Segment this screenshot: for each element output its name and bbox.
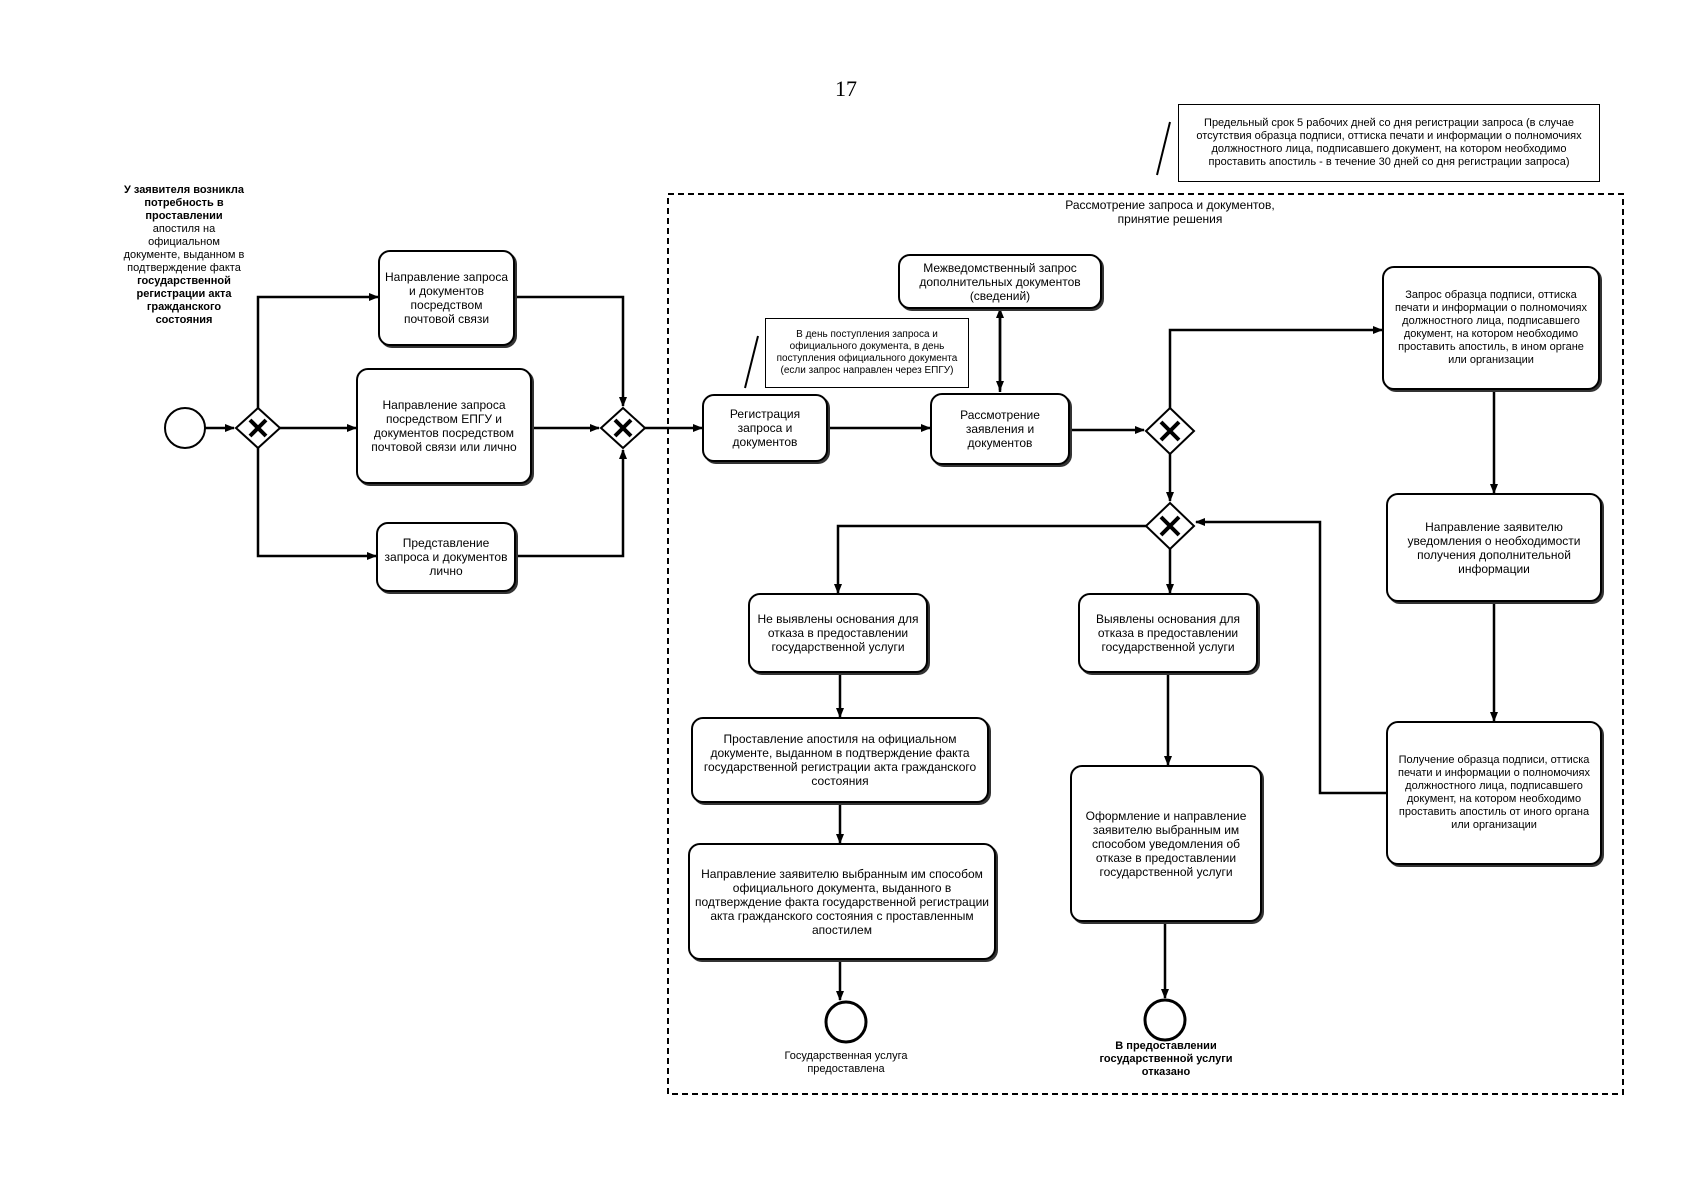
task-interdept-request: Межведомственный запрос дополнительных д… — [898, 254, 1102, 309]
task-mail-submission: Направление запроса и документов посредс… — [378, 250, 515, 346]
task-grounds-label: Выявлены основания для отказа в предоста… — [1095, 612, 1241, 654]
task-epgu-submission: Направление запроса посредством ЕПГУ и д… — [356, 368, 532, 484]
task-apostille-label: Проставление апостиля на официальном док… — [703, 732, 977, 788]
task-sample-request-label: Запрос образца подписи, оттиска печати и… — [1395, 289, 1587, 366]
flow-to-personal — [256, 448, 377, 560]
start-caption-text: апостиля на официальном документе, выдан… — [123, 223, 245, 274]
flow-personal-to-merge — [516, 449, 627, 558]
task-personal-submission: Представление запроса и документов лично — [376, 522, 516, 592]
flow-receive-to-outcome — [1195, 518, 1386, 795]
flow-decision-to-sample-request — [1168, 326, 1383, 408]
start-event — [164, 407, 206, 449]
task-epgu-label: Направление запроса посредством ЕПГУ и д… — [371, 398, 517, 454]
flow-mail-to-merge — [515, 295, 627, 407]
task-refusal-label: Оформление и направление заявителю выбра… — [1085, 808, 1247, 879]
split-gateway — [234, 406, 282, 450]
outcome-gateway — [1144, 501, 1196, 551]
task-send-document-label: Направление заявителю выбранным им спосо… — [695, 866, 989, 937]
review-pool-boundary — [667, 193, 1624, 1095]
task-review-label: Рассмотрение заявления и документов — [960, 408, 1040, 450]
task-no-grounds: Не выявлены основания для отказа в предо… — [748, 593, 928, 673]
pool-label-text: Рассмотрение запроса и документов, приня… — [1065, 198, 1275, 226]
end-refused-caption: В предоставлении государственной услуги … — [1095, 1040, 1237, 1079]
task-personal-label: Представление запроса и документов лично — [384, 536, 508, 578]
association-reg-note — [744, 335, 759, 389]
task-interdept-label: Межведомственный запрос дополнительных д… — [919, 260, 1081, 303]
task-mail-label: Направление запроса и документов посредс… — [385, 270, 508, 326]
registration-note-text: В день поступления запроса и официальног… — [776, 329, 958, 376]
end-refused-label: В предоставлении государственной услуги … — [1099, 1040, 1233, 1078]
decision-gateway — [1144, 406, 1196, 456]
end-provided-label: Государственная услуга предоставлена — [784, 1050, 908, 1075]
flow-to-mail — [256, 293, 379, 408]
page-number: 17 — [835, 76, 857, 101]
task-receive-sample-label: Получение образца подписи, оттиска печат… — [1398, 754, 1590, 831]
task-review: Рассмотрение заявления и документов — [930, 393, 1070, 465]
start-event-caption: У заявителя возникла потребность в прост… — [120, 184, 248, 327]
task-sample-request: Запрос образца подписи, оттиска печати и… — [1382, 266, 1600, 390]
task-refusal-notice: Оформление и направление заявителю выбра… — [1070, 765, 1262, 922]
task-send-document: Направление заявителю выбранным им спосо… — [688, 843, 996, 960]
task-receive-sample: Получение образца подписи, оттиска печат… — [1386, 721, 1602, 865]
merge-gateway — [599, 406, 647, 450]
registration-note: В день поступления запроса и официальног… — [765, 318, 969, 388]
pool-label: Рассмотрение запроса и документов, приня… — [1050, 198, 1290, 226]
association-top-note — [1156, 121, 1171, 176]
end-event-refused — [1143, 998, 1187, 1042]
task-no-grounds-label: Не выявлены основания для отказа в предо… — [757, 612, 919, 654]
task-registration: Регистрация запроса и документов — [702, 394, 828, 462]
task-apostille: Проставление апостиля на официальном док… — [691, 717, 989, 803]
start-caption-bold-1: У заявителя возникла потребность в прост… — [123, 184, 245, 222]
task-grounds-found: Выявлены основания для отказа в предоста… — [1078, 593, 1258, 673]
task-registration-label: Регистрация запроса и документов — [729, 407, 801, 449]
end-event-provided — [824, 1000, 868, 1044]
end-provided-caption: Государственная услуга предоставлена — [760, 1050, 932, 1076]
task-notify-label: Направление заявителю уведомления о необ… — [1407, 519, 1581, 576]
task-notify-applicant: Направление заявителю уведомления о необ… — [1386, 493, 1602, 602]
deadline-note-text: Предельный срок 5 рабочих дней со дня ре… — [1196, 117, 1582, 168]
start-caption-bold-2: государственной регистрации акта граждан… — [136, 275, 232, 326]
flow-outcome-to-no-grounds — [834, 524, 1146, 594]
deadline-note: Предельный срок 5 рабочих дней со дня ре… — [1178, 104, 1600, 182]
